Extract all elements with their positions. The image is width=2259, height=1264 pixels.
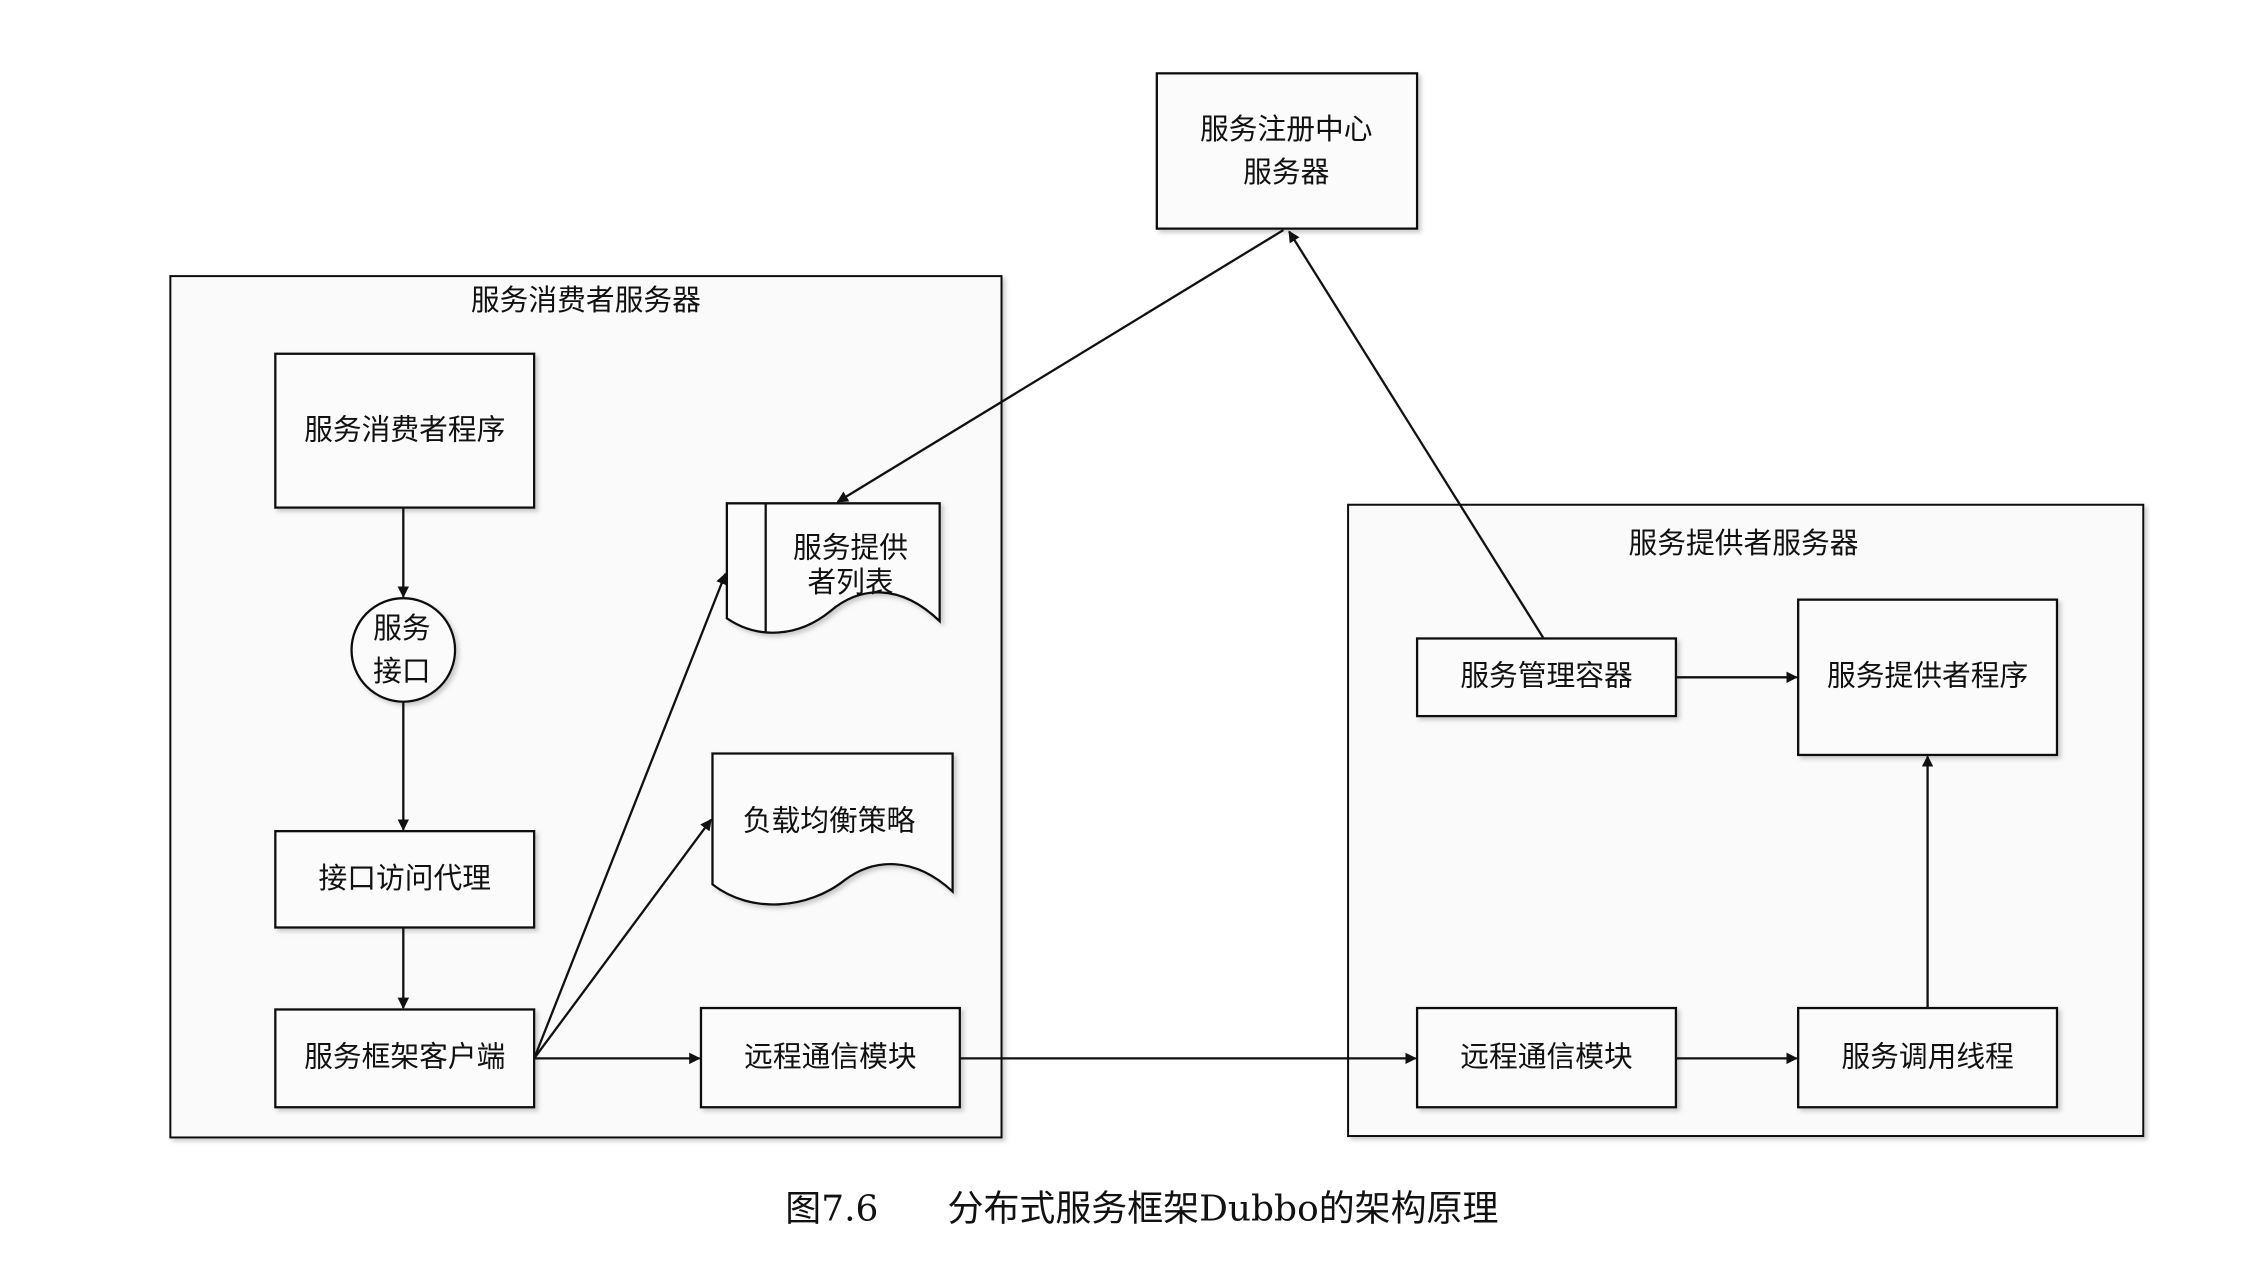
- provider-server-title: 服务提供者服务器: [1629, 526, 1859, 560]
- invoke-thread-label: 服务调用线程: [1841, 1039, 2014, 1073]
- registry-label-line1: 服务注册中心: [1200, 112, 1372, 146]
- service-interface-node: 服务 接口: [350, 597, 457, 703]
- framework-client-label: 服务框架客户端: [304, 1039, 505, 1073]
- management-container-label: 服务管理容器: [1460, 658, 1632, 692]
- provider-program-label: 服务提供者程序: [1827, 658, 2028, 692]
- provider-remote-comm-node: 远程通信模块: [1415, 1006, 1678, 1109]
- provider-list-label-line1: 服务提供: [793, 530, 908, 564]
- consumer-program-label: 服务消费者程序: [304, 412, 505, 446]
- figure-title: 分布式服务框架Dubbo的架构原理: [948, 1188, 1499, 1229]
- provider-remote-comm-label: 远程通信模块: [1460, 1039, 1632, 1073]
- interface-proxy-label: 接口访问代理: [318, 861, 491, 895]
- provider-program-node: 服务提供者程序: [1797, 598, 2059, 757]
- consumer-program-node: 服务消费者程序: [274, 352, 536, 509]
- figure-caption: 图7.6 分布式服务框架Dubbo的架构原理: [785, 1188, 1498, 1229]
- service-interface-label-line2: 接口: [373, 654, 431, 688]
- load-balance-node: 负载均衡策略: [711, 752, 954, 906]
- provider-list-label-line2: 者列表: [807, 565, 893, 599]
- consumer-remote-comm-node: 远程通信模块: [699, 1006, 961, 1109]
- management-container-node: 服务管理容器: [1415, 637, 1678, 718]
- edge-client-to-load-balance: [533, 818, 712, 1060]
- edge-client-to-provider-list: [533, 572, 727, 1059]
- figure-number: 图7.6: [785, 1188, 878, 1229]
- edge-registry-to-provider-list: [836, 229, 1284, 503]
- framework-client-node: 服务框架客户端: [274, 1008, 536, 1109]
- registry-label-line2: 服务器: [1243, 155, 1329, 189]
- invoke-thread-node: 服务调用线程: [1797, 1006, 2059, 1109]
- edge-container-to-registry: [1288, 230, 1545, 640]
- consumer-remote-comm-label: 远程通信模块: [744, 1039, 917, 1073]
- interface-proxy-node: 接口访问代理: [274, 830, 536, 929]
- load-balance-label: 负载均衡策略: [743, 804, 916, 838]
- service-interface-label-line1: 服务: [373, 611, 431, 645]
- consumer-server-title: 服务消费者服务器: [471, 283, 701, 317]
- provider-list-node: 服务提供 者列表: [725, 502, 941, 634]
- registry-server-node: 服务注册中心 服务器: [1155, 72, 1419, 230]
